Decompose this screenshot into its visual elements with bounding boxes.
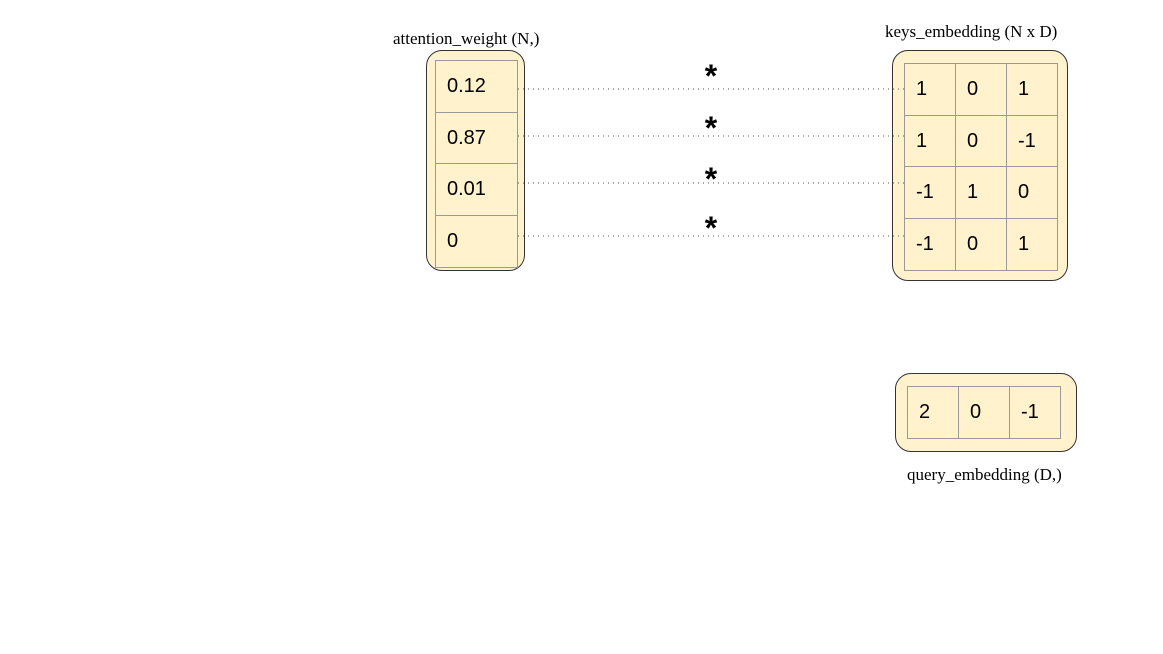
query-cell: -1 [1009,386,1061,439]
keys-cell: 1 [1006,218,1058,271]
keys-cell: 1 [955,166,1007,219]
weight-row-4: 0 [435,215,518,268]
keys-row-3: -1 1 0 [904,166,1058,219]
keys-cell: 0 [1006,166,1058,219]
query-cell: 0 [958,386,1010,439]
keys-cell: -1 [1006,115,1058,167]
query-embedding-label: query_embedding (D,) [907,465,1062,484]
keys-cell: 0 [955,115,1007,167]
keys-cell: 0 [955,63,1007,116]
keys-row-4: -1 0 1 [904,218,1058,271]
query-embedding-table: 2 0 -1 [907,386,1061,439]
keys-cell: 0 [955,218,1007,271]
keys-embedding-label: keys_embedding (N x D) [885,22,1058,41]
weight-cell-4: 0 [435,215,518,268]
attention-weight-label: attention_weight (N,) [393,29,540,48]
keys-cell: -1 [904,218,956,271]
attention-weight-table: 0.12 0.87 0.01 0 [435,60,518,268]
weight-row-1: 0.12 [435,60,518,113]
keys-embedding-table: 1 0 1 1 0 -1 -1 1 0 -1 0 1 [904,63,1058,271]
query-row: 2 0 -1 [907,386,1061,439]
multiply-operator-4: * [704,210,718,246]
query-cell: 2 [907,386,959,439]
weight-row-3: 0.01 [435,163,518,216]
weight-cell-1: 0.12 [435,60,518,113]
keys-cell: 1 [904,63,956,116]
keys-row-2: 1 0 -1 [904,115,1058,167]
weight-cell-3: 0.01 [435,163,518,216]
multiply-operator-1: * [704,58,718,94]
multiply-operator-3: * [704,161,718,197]
multiply-operator-2: * [704,110,718,146]
